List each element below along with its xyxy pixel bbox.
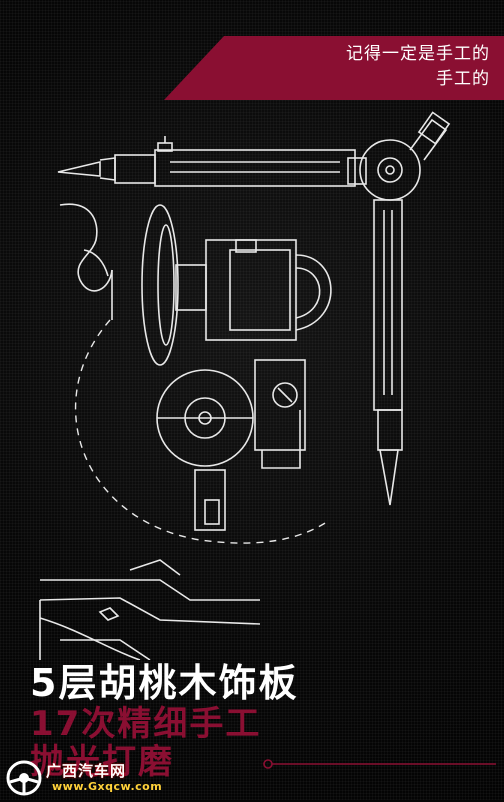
banner-line-1: 记得一定是手工的 (346, 44, 490, 64)
tool-line-drawing-icon (39, 111, 451, 660)
watermark-name: 广西汽车网 (46, 762, 127, 780)
watermark-url: www.Gxqcw.com (52, 780, 163, 793)
headline-line-3: 抛光打磨 (30, 742, 174, 782)
banner-line-2: 手工的 (436, 69, 490, 89)
site-watermark: 广西汽车网 www.Gxqcw.com (4, 758, 164, 798)
steering-wheel-icon (6, 760, 42, 796)
banner-text: 记得一定是手工的 手工的 (346, 42, 490, 92)
headline-line-2: 17次精细手工 (30, 704, 262, 744)
banner-shape (164, 36, 504, 100)
headline-line-1: 5层胡桃木饰板 (30, 661, 299, 705)
decorative-line (263, 759, 496, 769)
top-banner: 记得一定是手工的 手工的 (164, 36, 504, 100)
